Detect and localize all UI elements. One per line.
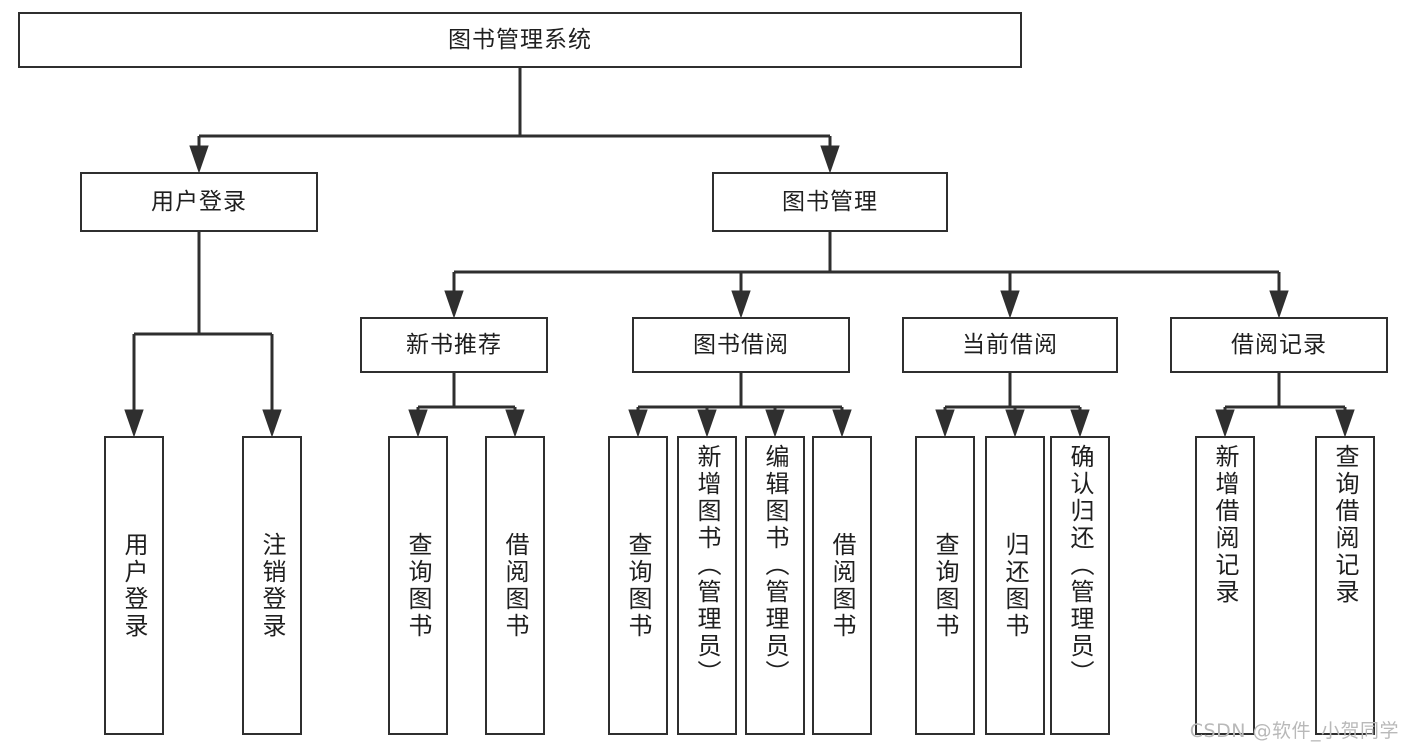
current-borrow-arrow-0 bbox=[935, 409, 955, 438]
book-mgmt-arrow-1 bbox=[731, 290, 751, 319]
node-leaf-return-book[interactable]: 归还图书 bbox=[985, 436, 1045, 735]
user-login-arrow-0 bbox=[124, 409, 144, 438]
node-borrow-record[interactable]: 借阅记录 bbox=[1170, 317, 1388, 373]
node-label: 图书借阅 bbox=[693, 331, 789, 358]
node-label: 用户登录 bbox=[151, 188, 247, 215]
node-label: 新增图书（管理员） bbox=[693, 444, 721, 687]
node-label: 新增借阅记录 bbox=[1211, 444, 1239, 606]
node-leaf-user-login[interactable]: 用户登录 bbox=[104, 436, 164, 735]
node-leaf-edit-book[interactable]: 编辑图书（管理员） bbox=[745, 436, 805, 735]
node-label: 图书管理系统 bbox=[448, 26, 592, 53]
node-root[interactable]: 图书管理系统 bbox=[18, 12, 1022, 68]
new-book-arrow-0 bbox=[408, 409, 428, 438]
book-borrow-arrow-2 bbox=[765, 409, 785, 438]
node-label: 借阅记录 bbox=[1231, 331, 1327, 358]
book-mgmt-arrow-2 bbox=[1000, 290, 1020, 319]
node-leaf-logout[interactable]: 注销登录 bbox=[242, 436, 302, 735]
current-borrow-arrow-2 bbox=[1070, 409, 1090, 438]
node-leaf-add-book[interactable]: 新增图书（管理员） bbox=[677, 436, 737, 735]
node-label: 查询图书 bbox=[624, 531, 652, 640]
node-label: 查询图书 bbox=[931, 531, 959, 640]
book-borrow-arrow-0 bbox=[628, 409, 648, 438]
node-label: 借阅图书 bbox=[501, 531, 529, 640]
node-label: 用户登录 bbox=[120, 531, 148, 640]
node-user-login[interactable]: 用户登录 bbox=[80, 172, 318, 232]
book-borrow-arrow-3 bbox=[832, 409, 852, 438]
node-leaf-add-record[interactable]: 新增借阅记录 bbox=[1195, 436, 1255, 735]
node-label: 借阅图书 bbox=[828, 531, 856, 640]
node-leaf-borrow-book-2[interactable]: 借阅图书 bbox=[812, 436, 872, 735]
user-login-arrow-1 bbox=[262, 409, 282, 438]
node-leaf-query-book-1[interactable]: 查询图书 bbox=[388, 436, 448, 735]
node-leaf-query-book-2[interactable]: 查询图书 bbox=[608, 436, 668, 735]
node-current-borrow[interactable]: 当前借阅 bbox=[902, 317, 1118, 373]
watermark-text: CSDN @软件_小贺同学 bbox=[1189, 720, 1399, 742]
node-label: 查询借阅记录 bbox=[1331, 444, 1359, 606]
book-mgmt-arrow-3 bbox=[1269, 290, 1289, 319]
node-label: 注销登录 bbox=[258, 531, 286, 640]
node-new-book-recommend[interactable]: 新书推荐 bbox=[360, 317, 548, 373]
node-book-management[interactable]: 图书管理 bbox=[712, 172, 948, 232]
node-book-borrow[interactable]: 图书借阅 bbox=[632, 317, 850, 373]
book-borrow-arrow-1 bbox=[697, 409, 717, 438]
borrow-record-arrow-1 bbox=[1335, 409, 1355, 438]
node-label: 确认归还（管理员） bbox=[1066, 444, 1094, 687]
new-book-arrow-1 bbox=[505, 409, 525, 438]
node-label: 当前借阅 bbox=[962, 331, 1058, 358]
root-arrow-0 bbox=[189, 145, 209, 174]
node-label: 归还图书 bbox=[1001, 531, 1029, 640]
node-label: 查询图书 bbox=[404, 531, 432, 640]
book-mgmt-arrow-0 bbox=[444, 290, 464, 319]
node-label: 新书推荐 bbox=[406, 331, 502, 358]
node-label: 编辑图书（管理员） bbox=[761, 444, 789, 687]
node-label: 图书管理 bbox=[782, 188, 878, 215]
root-arrow-1 bbox=[820, 145, 840, 174]
node-leaf-confirm-return[interactable]: 确认归还（管理员） bbox=[1050, 436, 1110, 735]
current-borrow-arrow-1 bbox=[1005, 409, 1025, 438]
borrow-record-arrow-0 bbox=[1215, 409, 1235, 438]
node-leaf-query-record[interactable]: 查询借阅记录 bbox=[1315, 436, 1375, 735]
connector-lines bbox=[124, 68, 1355, 438]
node-leaf-query-book-3[interactable]: 查询图书 bbox=[915, 436, 975, 735]
node-leaf-borrow-book-1[interactable]: 借阅图书 bbox=[485, 436, 545, 735]
